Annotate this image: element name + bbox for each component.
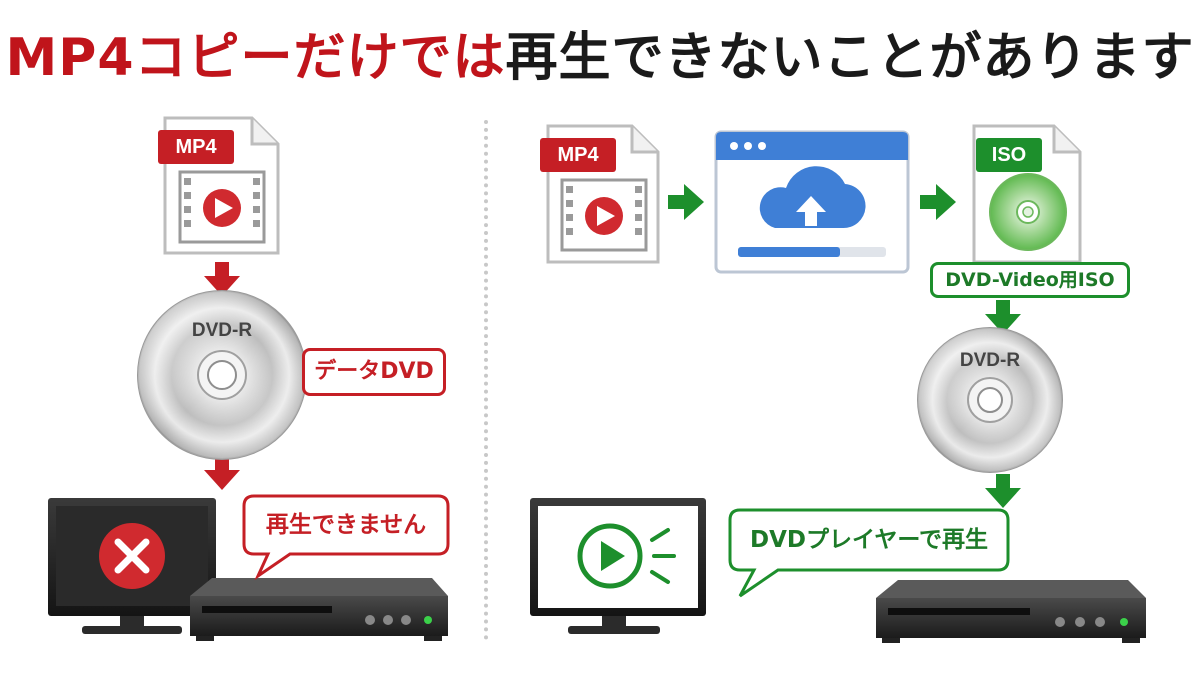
speech-bubble xyxy=(728,508,1010,598)
tv-error-icon xyxy=(48,498,216,634)
arrow-down-icon xyxy=(985,300,1021,334)
arrow-down-icon xyxy=(204,262,240,296)
page-title: MP4コピーだけでは再生できないことがあります xyxy=(0,22,1200,94)
error-message: 再生できません xyxy=(265,512,427,538)
dvd-player-icon xyxy=(190,578,448,641)
title-red-part: MP4コピーだけでは xyxy=(5,28,506,88)
arrow-right-icon xyxy=(668,184,704,220)
dvd-disc-icon xyxy=(137,290,307,460)
disc-label: DVD-R xyxy=(191,320,253,341)
disc-label: DVD-R xyxy=(959,350,1021,371)
success-message: DVDプレイヤーで再生 xyxy=(750,527,988,553)
dvd-disc-icon xyxy=(917,327,1063,473)
browser-upload-icon xyxy=(714,130,910,274)
data-dvd-tag: データDVD xyxy=(302,348,446,396)
panel-divider xyxy=(484,120,488,640)
arrow-right-icon xyxy=(920,184,956,220)
iso-type-label: ISO xyxy=(976,138,1042,172)
file-type-label: MP4 xyxy=(158,130,234,164)
title-black-part: 再生できないことがあります xyxy=(505,28,1195,88)
speech-bubble xyxy=(242,494,450,581)
iso-tag: DVD-Video用ISO xyxy=(930,262,1130,298)
dvd-player-icon xyxy=(876,580,1146,643)
arrow-down-icon xyxy=(985,474,1021,508)
tv-play-icon xyxy=(530,498,706,634)
file-type-label: MP4 xyxy=(540,138,616,172)
